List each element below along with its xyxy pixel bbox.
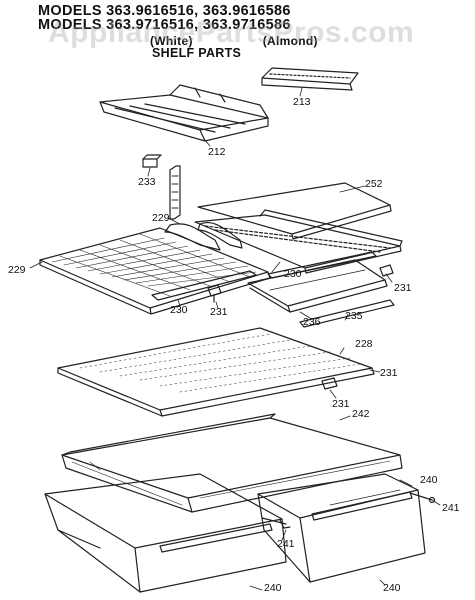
label-230-center: 230: [284, 268, 302, 280]
leader-lines: [29, 87, 441, 591]
label-240-left: 240: [264, 582, 282, 594]
color-almond: (Almond): [262, 34, 318, 48]
part-240-drawer-right: [257, 473, 426, 583]
label-236: 236: [303, 316, 321, 328]
part-231-clip-middle: [321, 377, 338, 390]
model-line-2: MODELS 363.9716516, 363.9716586: [38, 17, 291, 33]
model-line-1: MODELS 363.9616516, 363.9616586: [38, 3, 291, 19]
label-241-right: 241: [442, 502, 460, 514]
part-230-bar-right: [267, 251, 377, 279]
part-241-handle-left: [261, 517, 291, 529]
part-231-clip-left: [207, 284, 222, 303]
part-241-handle-right: [409, 492, 436, 504]
label-231-middle: 231: [332, 398, 350, 410]
part-242-pan-cover: [61, 413, 403, 513]
label-241-left: 241: [277, 538, 295, 550]
label-233: 233: [138, 176, 156, 188]
part-228-cover: [57, 327, 375, 417]
label-235: 235: [345, 310, 363, 322]
shelf-post: [169, 165, 181, 220]
part-212-frame: [99, 84, 269, 142]
part-231-clip-right: [379, 264, 394, 277]
color-white: (White): [150, 34, 193, 48]
label-229-center: 229: [152, 212, 170, 224]
label-228: 228: [355, 338, 373, 350]
label-213: 213: [293, 96, 311, 108]
label-240-right: 240: [383, 582, 401, 594]
label-230-left: 230: [170, 304, 188, 316]
label-231-cover: 231: [380, 367, 398, 379]
label-231-left: 231: [210, 306, 228, 318]
label-240-top: 240: [420, 474, 438, 486]
part-230-bar-left: [151, 270, 257, 301]
left-wire-shelf: [39, 227, 271, 315]
color-variants: (White) (Almond): [150, 34, 318, 49]
part-240-drawer-left: [44, 473, 287, 593]
label-252: 252: [365, 178, 383, 190]
part-213-rail: [261, 67, 359, 91]
part-233-clip: [142, 154, 162, 168]
label-231-right: 231: [394, 282, 412, 294]
label-212: 212: [208, 146, 226, 158]
part-235-trim: [299, 299, 395, 328]
label-229-left: 229: [8, 264, 26, 276]
diagram-title: SHELF PARTS: [152, 46, 242, 60]
label-242: 242: [352, 408, 370, 420]
